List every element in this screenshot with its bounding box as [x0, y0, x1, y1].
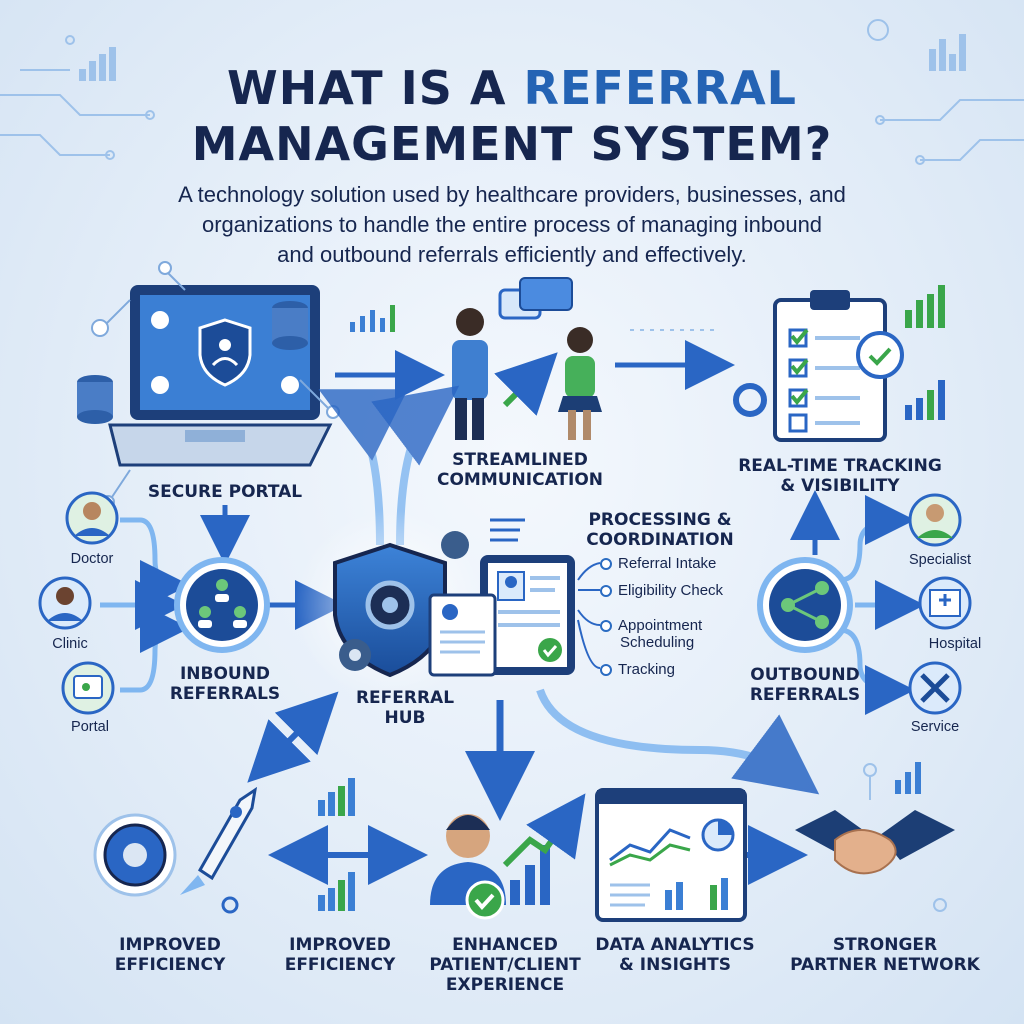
item-text: Eligibility Check	[618, 582, 724, 599]
patient-check-icon	[430, 793, 586, 920]
processing-item-continued: Scheduling	[620, 634, 695, 651]
page-title-line2: MANAGEMENT SYSTEM?	[191, 117, 833, 171]
benefit-partner-network-label: STRONGER PARTNER NETWORK	[785, 935, 985, 975]
label-line: COMMUNICATION	[436, 470, 604, 490]
inbound-source-label: Clinic	[52, 636, 88, 652]
title-accent: REFERRAL	[523, 61, 797, 115]
inbound-referrals-label: INBOUND REFERRALS	[150, 664, 300, 704]
label-line: REAL-TIME TRACKING	[738, 456, 942, 476]
handshake-icon	[795, 762, 955, 912]
processing-item: Referral Intake	[600, 555, 716, 573]
title-prefix: WHAT IS A	[227, 61, 524, 115]
item-text: Tracking	[618, 661, 675, 678]
portal-icon	[61, 661, 115, 715]
processing-coordination-label: PROCESSING & COORDINATION	[575, 510, 745, 550]
secure-portal-label: SECURE PORTAL	[147, 482, 303, 502]
label-line: PROCESSING &	[588, 510, 732, 530]
inbound-referrals-icon	[174, 557, 270, 653]
label-line: PATIENT/CLIENT	[429, 955, 581, 975]
streamlined-communication-label: STREAMLINED COMMUNICATION	[420, 450, 620, 490]
hospital-icon	[918, 576, 972, 630]
referral-hub-label: REFERRAL HUB	[345, 688, 465, 728]
wrench-tools-icon	[908, 661, 962, 715]
label-line: REFERRAL	[355, 688, 455, 708]
growth-chart-icon	[318, 778, 355, 911]
label-line: STRONGER	[832, 935, 938, 955]
label-line: INBOUND	[179, 664, 271, 684]
outbound-target-label: Service	[910, 719, 960, 735]
label-line: EFFICIENCY	[284, 955, 396, 975]
label-line: PARTNER NETWORK	[790, 955, 980, 975]
specialist-avatar-icon	[908, 493, 962, 547]
clinic-avatar-icon	[38, 576, 92, 630]
database-icon	[77, 301, 308, 424]
real-time-tracking-label: REAL-TIME TRACKING & VISIBILITY	[720, 456, 960, 496]
label-line: REFERRALS	[749, 685, 861, 705]
people-talking-icon	[452, 277, 602, 440]
inbound-source-label: Portal	[71, 719, 109, 735]
page-title-line1: WHAT IS A REFERRAL	[0, 60, 1024, 116]
label-line: ENHANCED	[452, 935, 558, 955]
label-line: STREAMLINED	[452, 450, 588, 470]
subtitle-line: and outbound referrals efficiently and e…	[277, 242, 747, 267]
outbound-target-label: Specialist	[908, 552, 972, 568]
label-line: OUTBOUND	[750, 665, 860, 685]
share-network-icon	[757, 557, 853, 653]
label-line: & VISIBILITY	[780, 476, 900, 496]
page-subtitle: A technology solution used by healthcare…	[100, 180, 924, 270]
label-line: IMPROVED	[119, 935, 221, 955]
benefit-improved-efficiency-label: IMPROVED EFFICIENCY	[95, 935, 245, 975]
label-line: REFERRALS	[169, 684, 281, 704]
processing-item: Eligibility Check	[600, 582, 723, 600]
label-line: & INSIGHTS	[619, 955, 731, 975]
processing-item: Appointment	[600, 617, 702, 635]
label-line: HUB	[384, 708, 426, 728]
label-line: IMPROVED	[289, 935, 391, 955]
inbound-source-label: Doctor	[70, 551, 114, 567]
doctor-avatar-icon	[65, 491, 119, 545]
circuit-decoration-right	[867, 19, 1024, 165]
label-line: EXPERIENCE	[445, 975, 565, 995]
clipboard-icon	[733, 290, 904, 442]
label-line: EFFICIENCY	[114, 955, 226, 975]
label-line: DATA ANALYTICS	[595, 935, 755, 955]
item-text: Appointment	[618, 617, 703, 634]
benefit-enhanced-experience-label: ENHANCED PATIENT/CLIENT EXPERIENCE	[425, 935, 585, 995]
benefit-improved-efficiency-label-2: IMPROVED EFFICIENCY	[265, 935, 415, 975]
benefit-data-analytics-label: DATA ANALYTICS & INSIGHTS	[585, 935, 765, 975]
document-profile-icon	[428, 555, 575, 677]
processing-item: Tracking	[600, 661, 675, 679]
subtitle-line: A technology solution used by healthcare…	[178, 182, 846, 207]
gear-rocket-icon	[93, 786, 258, 914]
outbound-referrals-label: OUTBOUND REFERRALS	[730, 665, 880, 705]
item-text: Referral Intake	[618, 555, 717, 572]
subtitle-line: organizations to handle the entire proce…	[201, 212, 823, 237]
outbound-target-label: Hospital	[928, 636, 982, 652]
label-line: COORDINATION	[586, 530, 734, 550]
analytics-dashboard-icon	[595, 788, 747, 922]
circuit-decoration-left	[0, 35, 155, 160]
